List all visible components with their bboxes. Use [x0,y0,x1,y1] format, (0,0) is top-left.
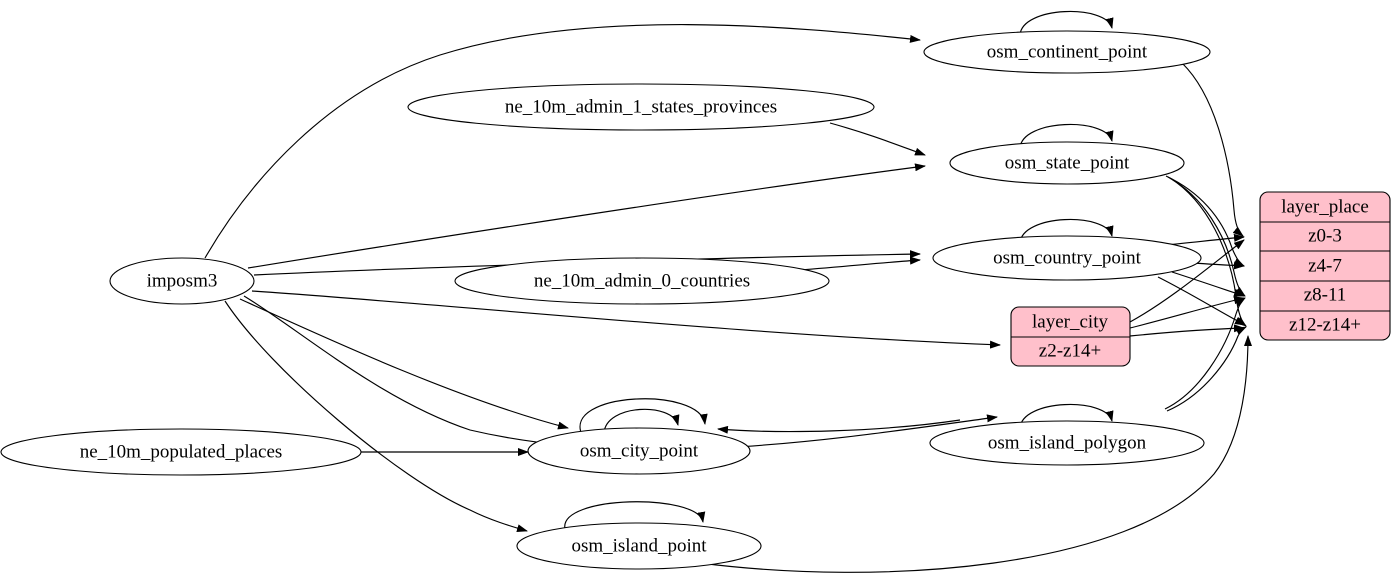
edge-imposm3-to-osm_island_polygon [243,295,998,451]
node-osm_city_point-label: osm_city_point [580,440,699,461]
node-osm_island_point-shape[interactable] [516,522,762,570]
node-osm_island_polygon[interactable]: osm_island_polygon [929,420,1205,466]
node-osm_island_polygon-shape[interactable] [929,420,1205,466]
edge-osm_state_point-to-layer_place-z8-11 [1167,176,1246,297]
node-ne_populated-label: ne_10m_populated_places [80,441,283,462]
node-ne_states-shape[interactable] [407,83,875,131]
edge-osm_island_point-self-loop [564,501,706,530]
node-osm_country_point-label: osm_country_point [993,247,1141,268]
edge-osm_country_point-to-layer_place-z12-z14 [1157,276,1246,326]
node-ne_populated-shape[interactable] [0,428,362,476]
node-osm_island_polygon-label: osm_island_polygon [988,432,1147,453]
node-ne_10m_populated_places[interactable]: ne_10m_populated_places [0,428,362,476]
edge-osm_island_point-to-layer_place-z12-z14 [699,335,1252,573]
edge-imposm3-to-layer_city [251,290,1001,349]
node-ne_countries-shape[interactable] [454,257,830,305]
node-osm_country_point-shape[interactable] [932,235,1202,281]
node-osm_continent_point-label: osm_continent_point [987,41,1148,62]
node-osm_state_point-label: osm_state_point [1005,152,1130,173]
record-layer_place-row-z12-z14[interactable]: z12-z14+ [1289,314,1361,335]
edge-osm_island_polygon-to-layer_place-z12-z14 [1166,326,1247,412]
node-osm_city_point-shape[interactable] [527,427,751,475]
node-osm_island_point[interactable]: osm_island_point [516,522,762,570]
record-layer_place-frame[interactable] [1259,191,1391,341]
edge-osm_city_point-self-loop-inner [603,408,680,434]
record-layer: layer_place z0-3 z4-7 z8-11 z12-z14+ lay… [1010,191,1391,367]
edge-layer_city-to-layer_place-z0-3 [1129,239,1245,323]
node-osm_state_point[interactable]: osm_state_point [949,141,1185,185]
node-osm_continent_point[interactable]: osm_continent_point [923,30,1211,74]
edge-osm_country_point-self-loop [1019,219,1114,244]
node-ne_countries-label: ne_10m_admin_0_countries [534,270,750,291]
node-imposm3[interactable]: imposm3 [109,257,255,305]
edge-osm_city_point-self-loop-outer [579,398,708,436]
record-layer_city-title: layer_city [1032,311,1108,332]
node-osm_state_point-shape[interactable] [949,141,1185,185]
edge-osm_island_polygon-to-layer_place-z8-11 [1164,297,1246,410]
record-layer_place[interactable]: layer_place z0-3 z4-7 z8-11 z12-z14+ [1259,191,1391,341]
record-layer_place-row-z8-11[interactable]: z8-11 [1304,284,1347,305]
node-osm_country_point[interactable]: osm_country_point [932,235,1202,281]
record-layer_place-row-z4-7[interactable]: z4-7 [1308,255,1342,276]
record-layer_place-title: layer_place [1281,196,1369,217]
edge-osm_country_point-to-layer_place-z0-3 [1165,233,1245,246]
record-layer_city[interactable]: layer_city z2-z14+ [1010,306,1131,367]
record-layer_city-row-z2-z14[interactable]: z2-z14+ [1039,340,1101,361]
node-ne_states-label: ne_10m_admin_1_states_provinces [505,96,777,117]
edge-ne_states-to-osm_state_point [829,122,926,156]
edge-osm_island_polygon-to-osm_city_point [717,419,961,434]
edge-imposm3-to-osm_state_point [247,163,926,269]
edge-imposm3-to-osm_city_point [239,298,569,430]
edge-imposm3-to-osm_island_point [224,300,528,533]
edge-imposm3-to-osm_continent_point [204,24,921,259]
node-osm_city_point[interactable]: osm_city_point [527,427,751,475]
node-imposm3-shape[interactable] [109,257,255,305]
edge-layer [204,11,1252,573]
node-osm_island_point-label: osm_island_point [571,535,707,556]
node-ne_10m_admin_1_states_provinces[interactable]: ne_10m_admin_1_states_provinces [407,83,875,131]
edge-osm_island_polygon-self-loop [1019,404,1114,429]
node-ne_10m_admin_0_countries[interactable]: ne_10m_admin_0_countries [454,257,830,305]
node-layer: imposm3 ne_10m_admin_1_states_provinces … [0,30,1211,570]
edge-ne_countries-to-osm_country_point [799,256,921,271]
node-osm_continent_point-shape[interactable] [923,30,1211,74]
record-layer_place-row-z0-3[interactable]: z0-3 [1308,225,1342,246]
edge-layer_city-to-layer_place-z12-z14 [1129,324,1245,337]
node-imposm3-label: imposm3 [147,270,218,291]
edge-osm_country_point-to-layer_place-z8-11 [1171,271,1245,297]
edge-osm_state_point-self-loop [1019,124,1114,149]
edge-layer_city-to-layer_place-z8-11 [1129,296,1245,329]
edge-osm_continent_point-self-loop [1019,11,1114,36]
edge-osm_continent_point-to-layer_place-z0-3 [1181,62,1244,237]
